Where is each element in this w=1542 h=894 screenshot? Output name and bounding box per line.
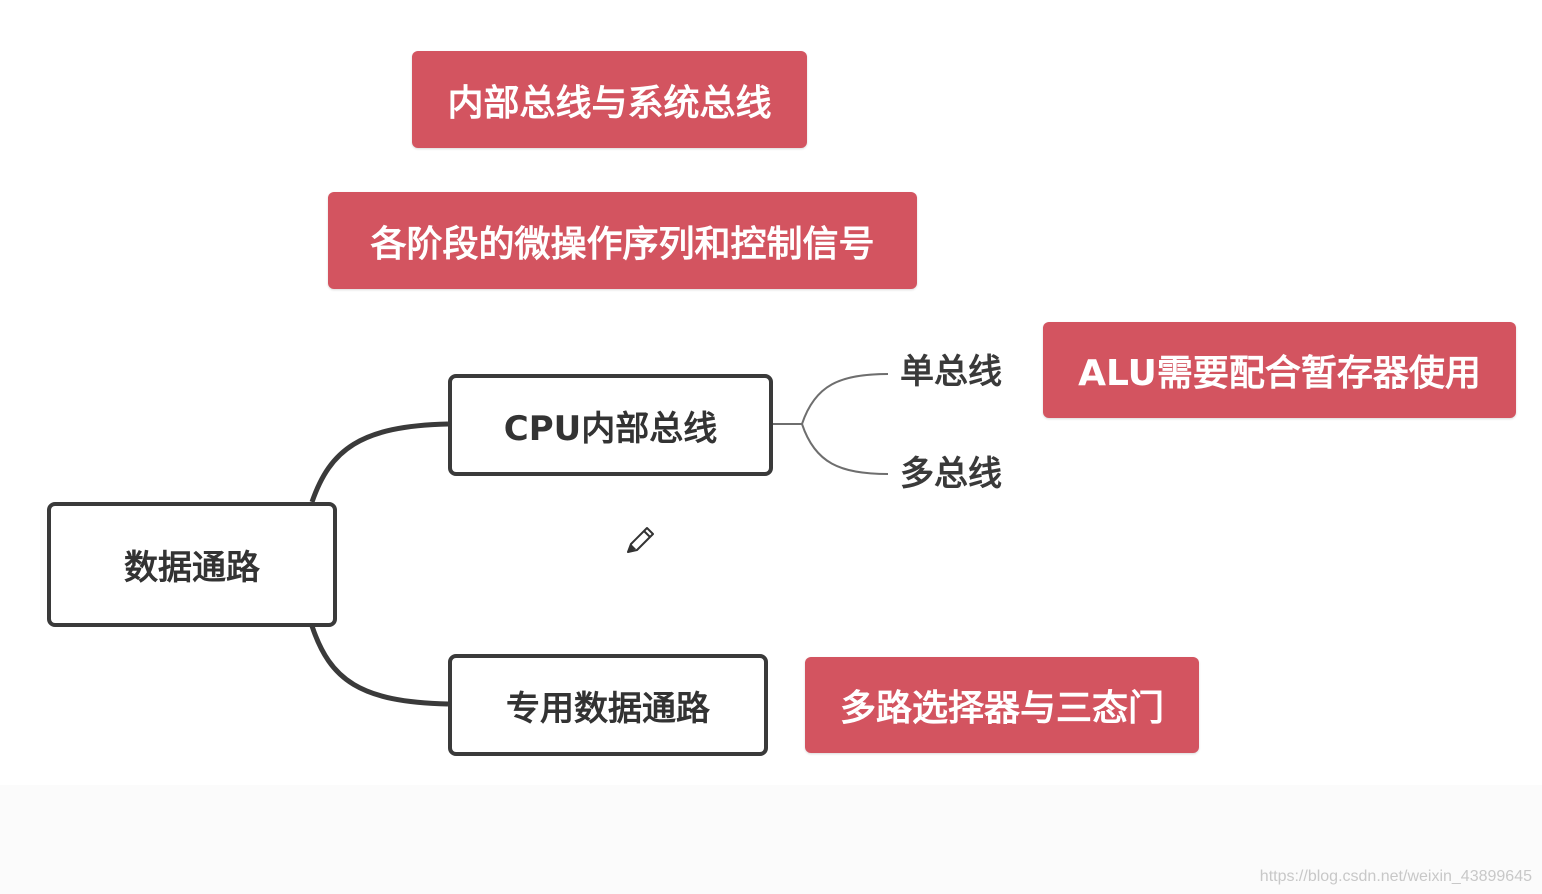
connector-root-dedicated [309,625,449,707]
note-alu-temp-register: ALU需要配合暂存器使用 [1043,322,1516,418]
node-single-bus: 单总线 [900,352,1002,392]
topic-micro-ops-control: 各阶段的微操作序列和控制信号 [328,192,917,289]
node-dedicated-data-path: 专用数据通路 [448,654,768,756]
connector-cpu-multi [801,423,889,475]
connector-cpu-single [801,373,889,425]
node-multi-bus: 多总线 [900,454,1002,494]
connector-root-cpu [309,421,449,503]
topic-internal-vs-system-bus: 内部总线与系统总线 [412,51,807,148]
node-cpu-internal-bus: CPU内部总线 [448,374,773,476]
node-root: 数据通路 [47,502,337,627]
pencil-icon [627,527,654,553]
bottom-band [0,785,1542,894]
note-mux-tristate: 多路选择器与三态门 [805,657,1199,753]
watermark: https://blog.csdn.net/weixin_43899645 [1259,868,1532,885]
